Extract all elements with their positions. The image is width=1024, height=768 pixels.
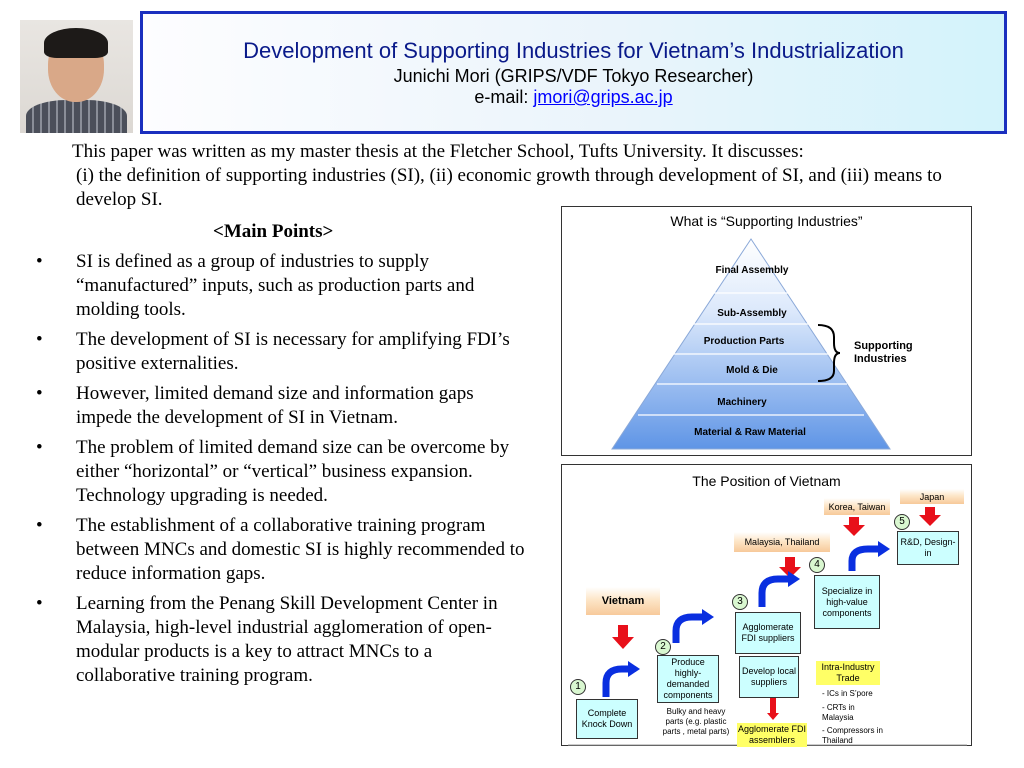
photo-hair xyxy=(44,28,108,58)
figure1-title: What is “Supporting Industries” xyxy=(670,213,863,229)
blue-arrow-2 xyxy=(672,613,702,643)
blue-arrow-4 xyxy=(848,545,878,571)
figure2-title: The Position of Vietnam xyxy=(692,473,841,489)
note-bulky-parts: Bulky and heavy parts (e.g. plastic part… xyxy=(662,707,730,736)
figure-supporting-industries: What is “Supporting Industries” Final As… xyxy=(561,206,972,456)
layer-material: Material & Raw Material xyxy=(694,427,806,438)
red-arrows xyxy=(612,507,941,720)
intro-line-1: This paper was written as my master thes… xyxy=(72,141,804,162)
layer-sub-assembly: Sub-Assembly xyxy=(717,308,787,319)
pyramid-dividers xyxy=(638,292,864,416)
box-agglomerate-fdi-suppliers: Agglomerate FDI suppliers xyxy=(735,612,801,654)
blue-arrows xyxy=(602,545,878,697)
main-points-list: SI is defined as a group of industries t… xyxy=(36,250,531,694)
step-number-5: 5 xyxy=(894,514,910,530)
blue-arrow-3 xyxy=(758,575,788,607)
step-number-2: 2 xyxy=(655,639,671,655)
list-item: Learning from the Penang Skill Developme… xyxy=(36,592,531,688)
list-item: SI is defined as a group of industries t… xyxy=(36,250,531,322)
email-line: e-mail: jmori@grips.ac.jp xyxy=(143,87,1004,108)
pyramid-shape xyxy=(611,238,891,450)
layer-production-parts: Production Parts xyxy=(703,336,785,347)
step-number-1: 1 xyxy=(570,679,586,695)
list-item: The problem of limited demand size can b… xyxy=(36,436,531,508)
tag-vietnam: Vietnam xyxy=(586,587,660,615)
list-item: The development of SI is necessary for a… xyxy=(36,328,531,376)
photo-shirt xyxy=(26,100,127,133)
supporting-industries-label: Supporting Industries xyxy=(854,340,913,365)
tag-japan: Japan xyxy=(900,489,964,504)
red-arrow-korea xyxy=(843,517,865,536)
position-diagram xyxy=(568,507,967,746)
box-complete-knock-down: Complete Knock Down xyxy=(576,699,638,739)
page-title: Development of Supporting Industries for… xyxy=(243,38,904,63)
author-photo xyxy=(20,20,133,133)
box-agglomerate-assemblers: Agglomerate FDI assemblers xyxy=(737,723,807,747)
layer-final-assembly: Final Assembly xyxy=(715,265,789,276)
note-compressors: - Compressors in Thailand xyxy=(822,726,883,745)
red-arrow-japan xyxy=(919,507,941,526)
figure-position-of-vietnam: The Position of Vietnam Vietna xyxy=(561,464,972,747)
author-line: Junichi Mori (GRIPS/VDF Tokyo Researcher… xyxy=(393,66,754,86)
title-box: Development of Supporting Industries for… xyxy=(140,11,1007,134)
intro-paragraph: This paper was written as my master thes… xyxy=(72,140,972,212)
tag-korea-taiwan: Korea, Taiwan xyxy=(824,498,890,515)
tag-malaysia-thailand: Malaysia, Thailand xyxy=(734,532,830,552)
blue-arrow-1 xyxy=(602,665,628,697)
step-number-3: 3 xyxy=(732,594,748,610)
box-develop-local-suppliers: Develop local suppliers xyxy=(739,656,799,698)
note-crts: - CRTs in Malaysia xyxy=(822,703,855,722)
layer-machinery: Machinery xyxy=(717,397,767,408)
red-arrow-vietnam xyxy=(612,625,634,649)
list-item: The establishment of a collaborative tra… xyxy=(36,514,531,586)
intro-line-2: (i) the definition of supporting industr… xyxy=(76,165,942,210)
red-arrow-malaysia xyxy=(779,557,801,578)
blue-arrowheads xyxy=(628,541,890,677)
email-label: e-mail: xyxy=(474,87,529,107)
pyramid-diagram xyxy=(611,238,891,450)
step-number-4: 4 xyxy=(809,557,825,573)
red-arrow-bidirectional xyxy=(767,691,779,720)
main-points-heading: <Main Points> xyxy=(213,221,334,242)
box-specialize-high-value: Specialize in high-value components xyxy=(814,575,880,629)
layer-mold-die: Mold & Die xyxy=(726,365,778,376)
list-item: However, limited demand size and informa… xyxy=(36,382,531,430)
box-intra-industry-trade: Intra-Industry Trade xyxy=(816,661,880,685)
box-rd-design-in: R&D, Design-in xyxy=(897,531,959,565)
note-ics: - ICs in S’pore xyxy=(822,689,873,698)
supporting-industries-bracket xyxy=(817,324,841,382)
box-produce-components: Produce highly-demanded components xyxy=(657,655,719,703)
email-link[interactable]: jmori@grips.ac.jp xyxy=(533,87,673,107)
